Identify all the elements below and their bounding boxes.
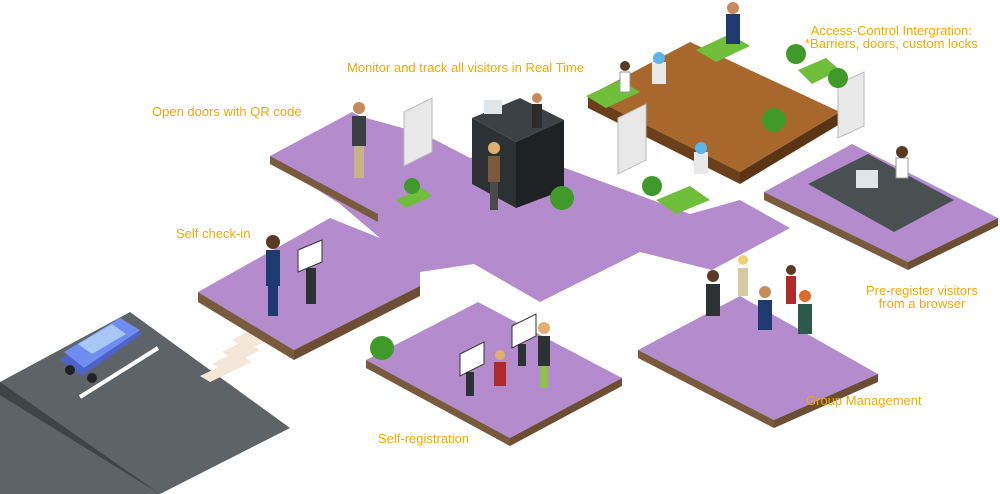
plant-icons bbox=[370, 44, 848, 360]
people-icons bbox=[266, 2, 909, 388]
door-panels bbox=[403, 71, 865, 175]
label-self-registration: Self-registration bbox=[378, 431, 470, 446]
car-icon bbox=[60, 318, 142, 383]
label-preregister-line1: Pre-register visitors bbox=[866, 283, 978, 298]
registration-kiosks bbox=[459, 313, 537, 396]
label-access-control-line1: Access-Control Intergration: bbox=[810, 23, 972, 38]
checkin-kiosk bbox=[297, 239, 323, 304]
label-qr-doors: Open doors with QR code bbox=[152, 104, 302, 119]
label-access-control-line2: *Barriers, doors, custom locks bbox=[805, 36, 978, 51]
label-monitor: Monitor and track all visitors in Real T… bbox=[347, 60, 584, 75]
water-cooler-icons bbox=[652, 52, 708, 174]
label-group-management: Group Management bbox=[806, 393, 922, 408]
label-preregister: Pre-register visitors from a browser bbox=[866, 284, 978, 310]
label-preregister-line2: from a browser bbox=[878, 296, 966, 311]
reception-desk bbox=[808, 154, 954, 232]
group-management-floor bbox=[638, 296, 878, 428]
monitoring-station bbox=[472, 98, 564, 208]
label-self-checkin: Self check-in bbox=[176, 226, 251, 241]
label-access-control: Access-Control Intergration: *Barriers, … bbox=[805, 24, 978, 50]
